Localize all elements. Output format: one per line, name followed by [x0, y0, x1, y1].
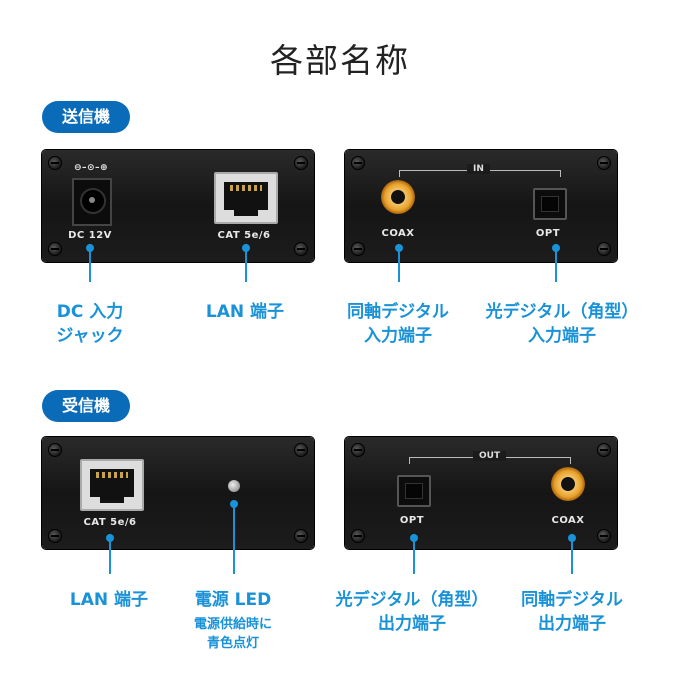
- transmitter-back-panel: ⊖–⊙–⊕ DC 12V CAT 5e/6: [42, 150, 314, 262]
- led-indicator-icon: [228, 480, 240, 492]
- power-led-callout: 電源 LED 電源供給時に 青色点灯: [170, 588, 296, 653]
- opt-input-callout: 光デジタル（角型） 入力端子: [474, 300, 650, 348]
- rx-lan-callout: LAN 端子: [44, 588, 174, 612]
- lan-callout-label: LAN 端子: [205, 302, 285, 322]
- callout-line: [571, 534, 573, 574]
- dc-12v-label: DC 12V: [68, 230, 112, 241]
- dc-input-callout: DC 入力 ジャック: [30, 300, 150, 348]
- page-title: 各部名称: [270, 41, 410, 80]
- screw-icon: [351, 242, 365, 256]
- coax-callout-line2: 出力端子: [538, 614, 606, 634]
- in-bracket-label: IN: [467, 164, 490, 174]
- callout-line: [555, 244, 557, 282]
- led-note-line1: 電源供給時に: [193, 617, 272, 632]
- opt-callout-line1: 光デジタル（角型）: [335, 590, 489, 610]
- toslink-port-icon[interactable]: [397, 475, 431, 507]
- opt-port-label: OPT: [535, 228, 561, 239]
- coax-callout-line1: 同軸デジタル: [521, 590, 623, 610]
- led-callout-label: 電源 LED: [194, 590, 272, 610]
- coax-output-callout: 同軸デジタル 出力端子: [504, 588, 640, 636]
- screw-icon: [597, 242, 611, 256]
- callout-dot: [230, 500, 238, 508]
- screw-icon: [597, 156, 611, 170]
- rca-coax-port-icon[interactable]: [551, 467, 585, 501]
- callout-dot: [106, 534, 114, 542]
- dc-jack-icon[interactable]: [72, 178, 112, 226]
- callout-dot: [242, 244, 250, 252]
- opt-callout-line2: 出力端子: [378, 614, 446, 634]
- led-note-line2: 青色点灯: [206, 636, 259, 651]
- callout-dot: [86, 244, 94, 252]
- receiver-back-panel: CAT 5e/6: [42, 437, 314, 549]
- screw-icon: [48, 156, 62, 170]
- callout-dot: [395, 244, 403, 252]
- screw-icon: [597, 443, 611, 457]
- screw-icon: [294, 443, 308, 457]
- dc-callout-line2: ジャック: [56, 326, 124, 346]
- tx-lan-callout: LAN 端子: [180, 300, 310, 324]
- screw-icon: [351, 443, 365, 457]
- dc-polarity-symbol: ⊖–⊙–⊕: [73, 163, 109, 173]
- rj45-port-icon[interactable]: [80, 459, 144, 511]
- transmitter-front-panel: IN COAX OPT: [345, 150, 617, 262]
- screw-icon: [294, 529, 308, 543]
- toslink-port-icon[interactable]: [533, 188, 567, 220]
- callout-line: [413, 534, 415, 574]
- callout-dot: [568, 534, 576, 542]
- coax-port-label: COAX: [381, 228, 415, 239]
- screw-icon: [48, 443, 62, 457]
- callout-line: [398, 244, 400, 282]
- lan-port-label: CAT 5e/6: [83, 517, 137, 528]
- callout-line: [245, 244, 247, 282]
- coax-callout-line1: 同軸デジタル: [347, 302, 449, 322]
- screw-icon: [48, 529, 62, 543]
- out-bracket-label: OUT: [473, 451, 507, 461]
- callout-dot: [552, 244, 560, 252]
- opt-port-label: OPT: [399, 515, 425, 526]
- coax-input-callout: 同軸デジタル 入力端子: [330, 300, 466, 348]
- screw-icon: [351, 156, 365, 170]
- callout-line: [233, 502, 235, 574]
- transmitter-badge: 送信機: [42, 101, 131, 133]
- callout-line: [89, 244, 91, 282]
- screw-icon: [294, 242, 308, 256]
- coax-port-label: COAX: [551, 515, 585, 526]
- opt-output-callout: 光デジタル（角型） 出力端子: [322, 588, 502, 636]
- receiver-front-panel: OUT OPT COAX: [345, 437, 617, 549]
- rca-coax-port-icon[interactable]: [381, 180, 415, 214]
- screw-icon: [294, 156, 308, 170]
- rj45-port-icon[interactable]: [214, 172, 278, 224]
- receiver-badge: 受信機: [42, 390, 131, 422]
- opt-callout-line2: 入力端子: [528, 326, 596, 346]
- callout-line: [109, 534, 111, 574]
- screw-icon: [597, 529, 611, 543]
- screw-icon: [48, 242, 62, 256]
- lan-callout-label: LAN 端子: [69, 590, 149, 610]
- screw-icon: [351, 529, 365, 543]
- lan-port-label: CAT 5e/6: [217, 230, 271, 241]
- dc-callout-line1: DC 入力: [56, 302, 124, 322]
- coax-callout-line2: 入力端子: [364, 326, 432, 346]
- callout-dot: [410, 534, 418, 542]
- opt-callout-line1: 光デジタル（角型）: [485, 302, 639, 322]
